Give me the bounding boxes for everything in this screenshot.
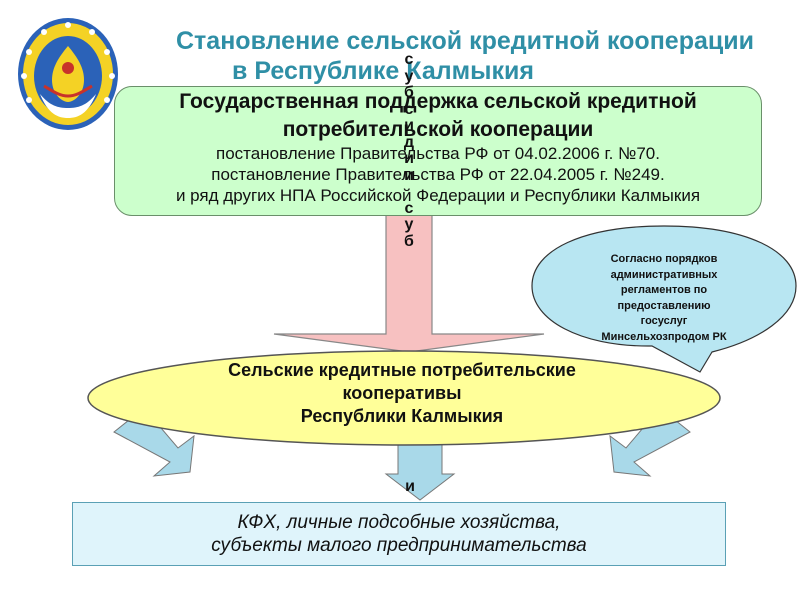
support-heading-line-2: потребительской кооперации xyxy=(282,118,594,141)
cooperatives-line-2: кооперативы xyxy=(342,383,462,403)
vertical-letter: и xyxy=(404,150,414,167)
callout-line: административных xyxy=(610,268,718,281)
callout-bubble xyxy=(531,225,797,373)
vertical-letter: у xyxy=(404,67,414,85)
vertical-letter xyxy=(398,184,420,201)
callout-line: Минсельхозпродом РК xyxy=(601,330,727,343)
beneficiaries-line-2: субъекты малого предпринимательства xyxy=(211,535,587,556)
vertical-letter: с xyxy=(404,199,414,217)
callout-line: госуслуг xyxy=(640,315,688,327)
subsidy-arrow xyxy=(273,214,545,353)
vertical-letter: д xyxy=(403,133,415,151)
support-line-3: и ряд других НПА Российской Федерации и … xyxy=(175,186,701,205)
callout-line: Согласно порядков xyxy=(610,253,718,265)
vertical-letter: б xyxy=(404,84,414,101)
vertical-letter: с xyxy=(404,51,414,68)
emblem-of-kalmykia-icon xyxy=(18,18,118,130)
support-line-2: постановление Правительства РФ от 22.04.… xyxy=(211,165,665,184)
page-title: Становление сельской кредитной коопераци… xyxy=(120,26,800,86)
vertical-letter: у xyxy=(404,216,414,233)
support-line-1: постановление Правительства РФ от 04.02.… xyxy=(216,144,660,163)
cooperatives-line-1: Сельские кредитные потребительские xyxy=(228,360,576,380)
down-arrow-letter: и xyxy=(405,478,415,495)
vertical-letter: б xyxy=(404,232,414,250)
vertical-letter: и xyxy=(404,166,414,184)
callout-text: Согласно порядков административных регла… xyxy=(566,252,762,345)
state-support-box: Государственная поддержка сельской креди… xyxy=(114,86,762,216)
cooperatives-label: Сельские кредитные потребительские коопе… xyxy=(88,359,716,428)
title-line-1: Становление сельской кредитной коопераци… xyxy=(176,27,754,55)
support-heading-line-1: Государственная поддержка сельской креди… xyxy=(179,90,697,113)
beneficiaries-box: КФХ, личные подсобные хозяйства, субъект… xyxy=(72,502,726,566)
vertical-letter: с xyxy=(404,100,414,118)
cooperatives-line-3: Республики Калмыкия xyxy=(300,406,504,426)
cooperatives-ellipse xyxy=(87,350,721,446)
title-line-2: в Республике Калмыкия xyxy=(232,57,534,85)
beneficiaries-line-1: КФХ, личные подсобные хозяйства, xyxy=(237,512,561,533)
callout-line: регламентов по xyxy=(620,284,708,296)
vertical-arrow-text: с у б с и д и и с у б xyxy=(398,51,420,250)
vertical-letter: и xyxy=(404,117,414,134)
callout-line: предоставлению xyxy=(617,299,711,312)
